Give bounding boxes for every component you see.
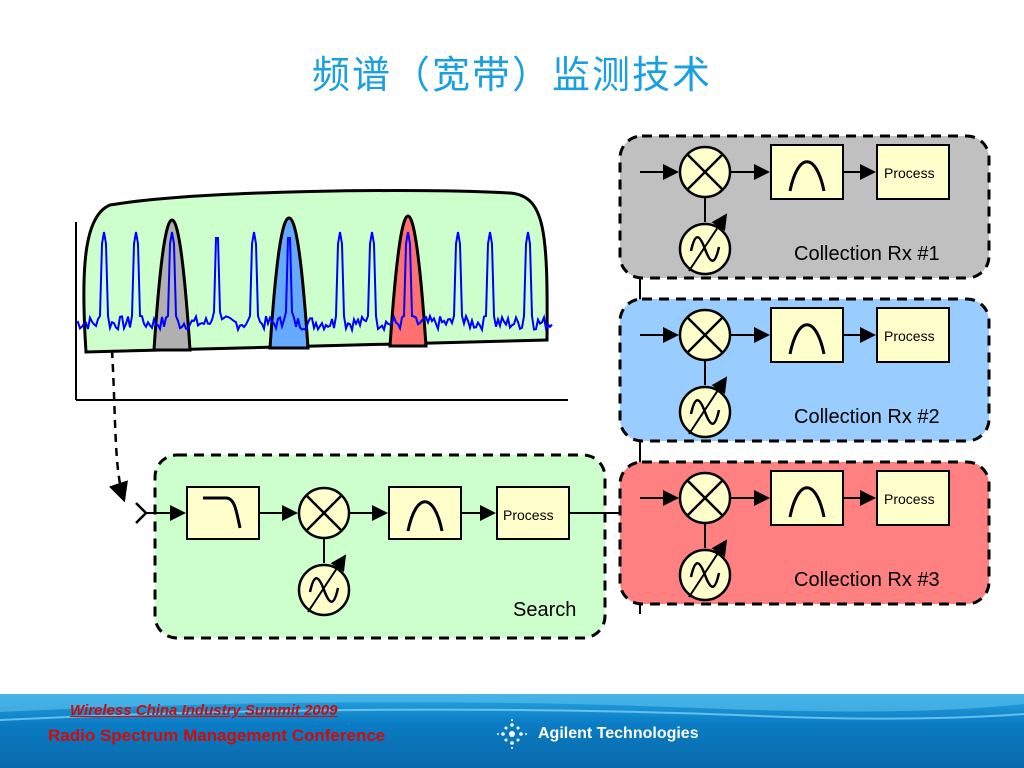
search-label: Search — [513, 599, 576, 621]
spectrum-trace — [75, 231, 553, 334]
process-label: Process — [503, 507, 554, 523]
mixer-icon — [297, 486, 351, 540]
slide-title: 频谱（宽带）监测技术 — [311, 53, 712, 97]
process-label: Process — [884, 491, 935, 507]
agilent-logo: Agilent Technologies — [496, 718, 699, 750]
collection-receiver-label: Collection Rx #2 — [794, 406, 940, 428]
oscillator-icon — [678, 539, 732, 602]
oscillator-icon — [678, 376, 732, 439]
search-receiver: Process Search — [135, 453, 607, 640]
bandpass-filter-icon — [770, 144, 844, 200]
search-band-envelope — [82, 189, 549, 354]
collection-band-2-highlight — [268, 216, 310, 350]
collection-receiver-label: Collection Rx #3 — [794, 569, 940, 591]
footer-bar: Wireless China Industry Summit 2009 Radi… — [0, 694, 1024, 768]
oscillator-icon — [297, 554, 351, 617]
process-label: Process — [884, 328, 935, 344]
collection-receiver-label: Collection Rx #1 — [794, 243, 940, 265]
collection-band-3-highlight — [388, 214, 428, 348]
process-block — [876, 307, 950, 363]
conference-title-line2: Radio Spectrum Management Conference — [48, 726, 386, 745]
process-block — [876, 144, 950, 200]
spark-icon — [497, 719, 527, 749]
company-name: Agilent Technologies — [538, 725, 699, 742]
mixer-icon — [678, 308, 732, 362]
spectrum-to-search-arrow — [108, 349, 128, 503]
lowpass-filter-icon — [186, 486, 260, 540]
mixer-icon — [678, 145, 732, 199]
bandpass-filter-icon — [388, 486, 462, 540]
conference-title-line1: Wireless China Industry Summit 2009 — [70, 702, 338, 719]
process-label: Process — [884, 165, 935, 181]
spectrum-plot — [75, 189, 568, 401]
antenna-icon — [135, 502, 147, 524]
oscillator-icon — [678, 213, 732, 276]
bandpass-filter-icon — [770, 470, 844, 526]
process-block — [876, 470, 950, 526]
mixer-icon — [678, 471, 732, 525]
bandpass-filter-icon — [770, 307, 844, 363]
